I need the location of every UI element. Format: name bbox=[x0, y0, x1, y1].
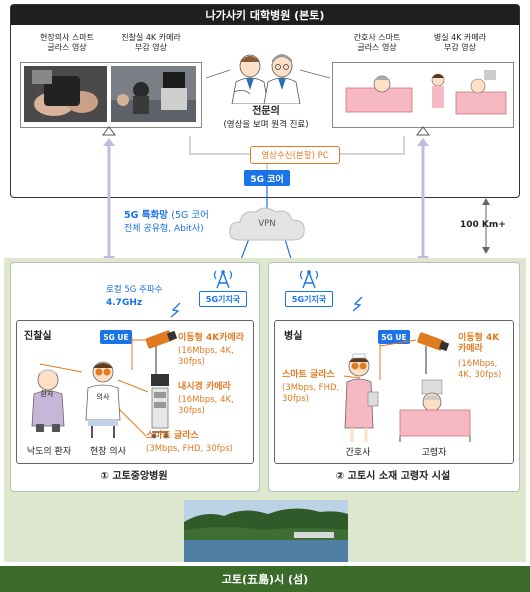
5g-ue-2: 5G UE bbox=[378, 330, 410, 344]
endoscope-cart-icon bbox=[151, 374, 169, 439]
nurse-glasses-video bbox=[336, 66, 420, 122]
local-5g-freq-label: 로컬 5G 주파수 bbox=[106, 285, 163, 295]
field-glasses-video bbox=[24, 66, 107, 122]
goto-island-photo bbox=[184, 500, 348, 562]
field-doctor-label: 현장 의사 bbox=[90, 447, 126, 457]
elderly-bed-illustration bbox=[399, 379, 471, 442]
nurse-video-image bbox=[345, 75, 413, 113]
vpn-label: VPN bbox=[258, 219, 276, 229]
site1-glasses-spec: (3Mbps, FHD, 30fps) bbox=[146, 444, 233, 454]
field-doctor-illustration bbox=[85, 361, 121, 438]
video-receiver-pc: 영상수신(분할) PC bbox=[250, 146, 340, 164]
site2-glasses-spec: (3Mbps, FHD,30fps) bbox=[282, 383, 340, 404]
ward-room-title: 병실 bbox=[284, 331, 303, 342]
endoscope-title: 내시경 카메라 bbox=[178, 382, 231, 392]
distance-label: 100 Km+ bbox=[460, 220, 506, 230]
5g-core-box: 5G 코어 bbox=[244, 170, 290, 186]
base-station-2: 5G기지국 bbox=[285, 291, 333, 307]
left-video-monitor bbox=[20, 62, 202, 128]
elderly-label: 고령자 bbox=[421, 448, 447, 458]
nurse-label: 간호사 bbox=[345, 448, 371, 458]
5g-ue-1: 5G UE bbox=[100, 330, 132, 344]
private-5g-desc: 전체 공유형, Abit사) bbox=[124, 224, 204, 234]
exam-room-title: 진찰실 bbox=[24, 331, 52, 342]
site1-name: ① 고토중앙병원 bbox=[100, 471, 168, 482]
right-video-monitor bbox=[332, 62, 514, 128]
private-5g-title: 5G 특화망 (5G 코어 bbox=[124, 210, 209, 221]
local-5g-freq-value: 4.7GHz bbox=[106, 298, 143, 308]
specialist-description: (영상을 보며 원격 진료) bbox=[223, 120, 309, 130]
site1-glasses-title: 스마트 글라스 bbox=[146, 431, 199, 441]
left-monitor-stand-icon bbox=[102, 126, 116, 136]
right-monitor-stand-icon bbox=[416, 126, 430, 136]
site1-camera-title: 이동형 4K카메라 bbox=[178, 333, 245, 343]
site2-camera-spec: (16Mbps,4K, 30fps) bbox=[458, 359, 502, 380]
site2-connector-lines bbox=[343, 339, 417, 380]
island-patient-label: 낙도의 환자 bbox=[26, 447, 72, 457]
exam-room-overhead-video bbox=[111, 66, 196, 122]
base-station-1: 5G기지국 bbox=[199, 291, 247, 307]
vpn-cloud-icon bbox=[229, 207, 305, 241]
island-patient-illustration bbox=[31, 369, 65, 432]
hospital-connector-lines bbox=[189, 69, 405, 170]
wireless-bolt-icon-2 bbox=[352, 296, 363, 312]
site1-camera-spec: (16Mbps, 4K,30fps) bbox=[178, 346, 234, 367]
doctor-badge: 의사 bbox=[96, 393, 110, 401]
mobile-4k-camera-icon-2 bbox=[417, 332, 450, 374]
mobile-4k-camera-icon bbox=[145, 330, 178, 378]
site2-name: ② 고토시 소재 고령자 시설 bbox=[335, 471, 451, 482]
site2-glasses-title: 스마트 글라스 bbox=[282, 370, 335, 380]
nurse-illustration bbox=[344, 353, 379, 442]
wireless-bolt-icon bbox=[170, 302, 181, 318]
endoscope-spec: (16Mbps, 4K,30fps) bbox=[178, 395, 234, 416]
specialists-illustration bbox=[231, 54, 301, 104]
glasses-video-image bbox=[24, 66, 107, 122]
specialist-title: 전문의 bbox=[252, 106, 280, 117]
antenna-icon-2 bbox=[299, 270, 319, 289]
footer-island-label: 고토(五島)시 (섬) bbox=[0, 566, 530, 592]
ward-video-image bbox=[431, 70, 507, 115]
antenna-icon bbox=[213, 270, 233, 289]
hospital-title: 나가사키 대학병원 (본토) bbox=[11, 5, 519, 25]
overhead-video-image bbox=[111, 66, 196, 122]
patient-badge: 환자 bbox=[40, 390, 54, 398]
ward-overhead-video bbox=[424, 66, 509, 122]
